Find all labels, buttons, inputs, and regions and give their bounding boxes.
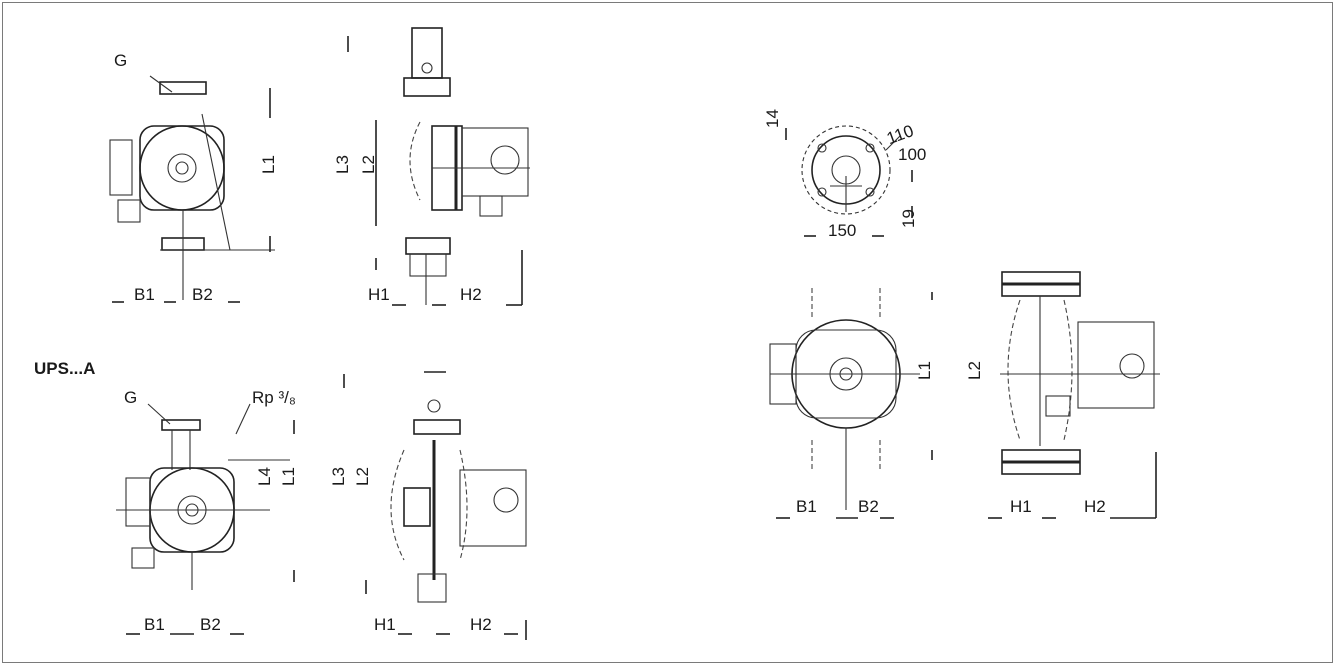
flange-dim-14: 14: [763, 109, 782, 128]
right-h2-label: H2: [1084, 497, 1106, 516]
bottom-left-l1-label: L1: [279, 467, 298, 486]
ups-a-title: UPS...A: [34, 359, 95, 378]
right-l2-label: L2: [965, 361, 984, 380]
bottom-left-rp-label: Rp ³/₈: [252, 388, 296, 407]
bottom-left-side-view: [343, 371, 527, 640]
flange-view: [785, 125, 913, 237]
top-left-l1-label: L1: [259, 155, 278, 174]
top-left-l3-label: L3: [333, 155, 352, 174]
flange-dim-19: 19: [899, 209, 918, 228]
flange-dim-150: 150: [828, 221, 856, 240]
bottom-left-b2-label: B2: [200, 615, 221, 634]
top-left-b1-label: B1: [134, 285, 155, 304]
top-left-h1-label: H1: [368, 285, 390, 304]
top-left-l2-label: L2: [359, 155, 378, 174]
right-h1-label: H1: [1010, 497, 1032, 516]
right-l1-label: L1: [915, 361, 934, 380]
bottom-left-h2-label: H2: [470, 615, 492, 634]
top-left-g-label: G: [114, 51, 127, 70]
bottom-left-front-view: [116, 403, 295, 590]
top-left-side-view: [347, 27, 530, 305]
right-front-view: [769, 288, 933, 510]
right-side-view: [1000, 271, 1160, 518]
top-left-front-view: [109, 75, 275, 300]
bottom-left-b1-label: B1: [144, 615, 165, 634]
top-left-h2-label: H2: [460, 285, 482, 304]
right-b2-label: B2: [858, 497, 879, 516]
right-b1-label: B1: [796, 497, 817, 516]
bottom-left-g-label: G: [124, 388, 137, 407]
flange-dim-100: 100: [898, 145, 926, 164]
bottom-left-l2-label: L2: [353, 467, 372, 486]
top-left-b2-label: B2: [192, 285, 213, 304]
bottom-left-l3-label: L3: [329, 467, 348, 486]
bottom-left-l4-label: L4: [255, 467, 274, 486]
bottom-left-h1-label: H1: [374, 615, 396, 634]
